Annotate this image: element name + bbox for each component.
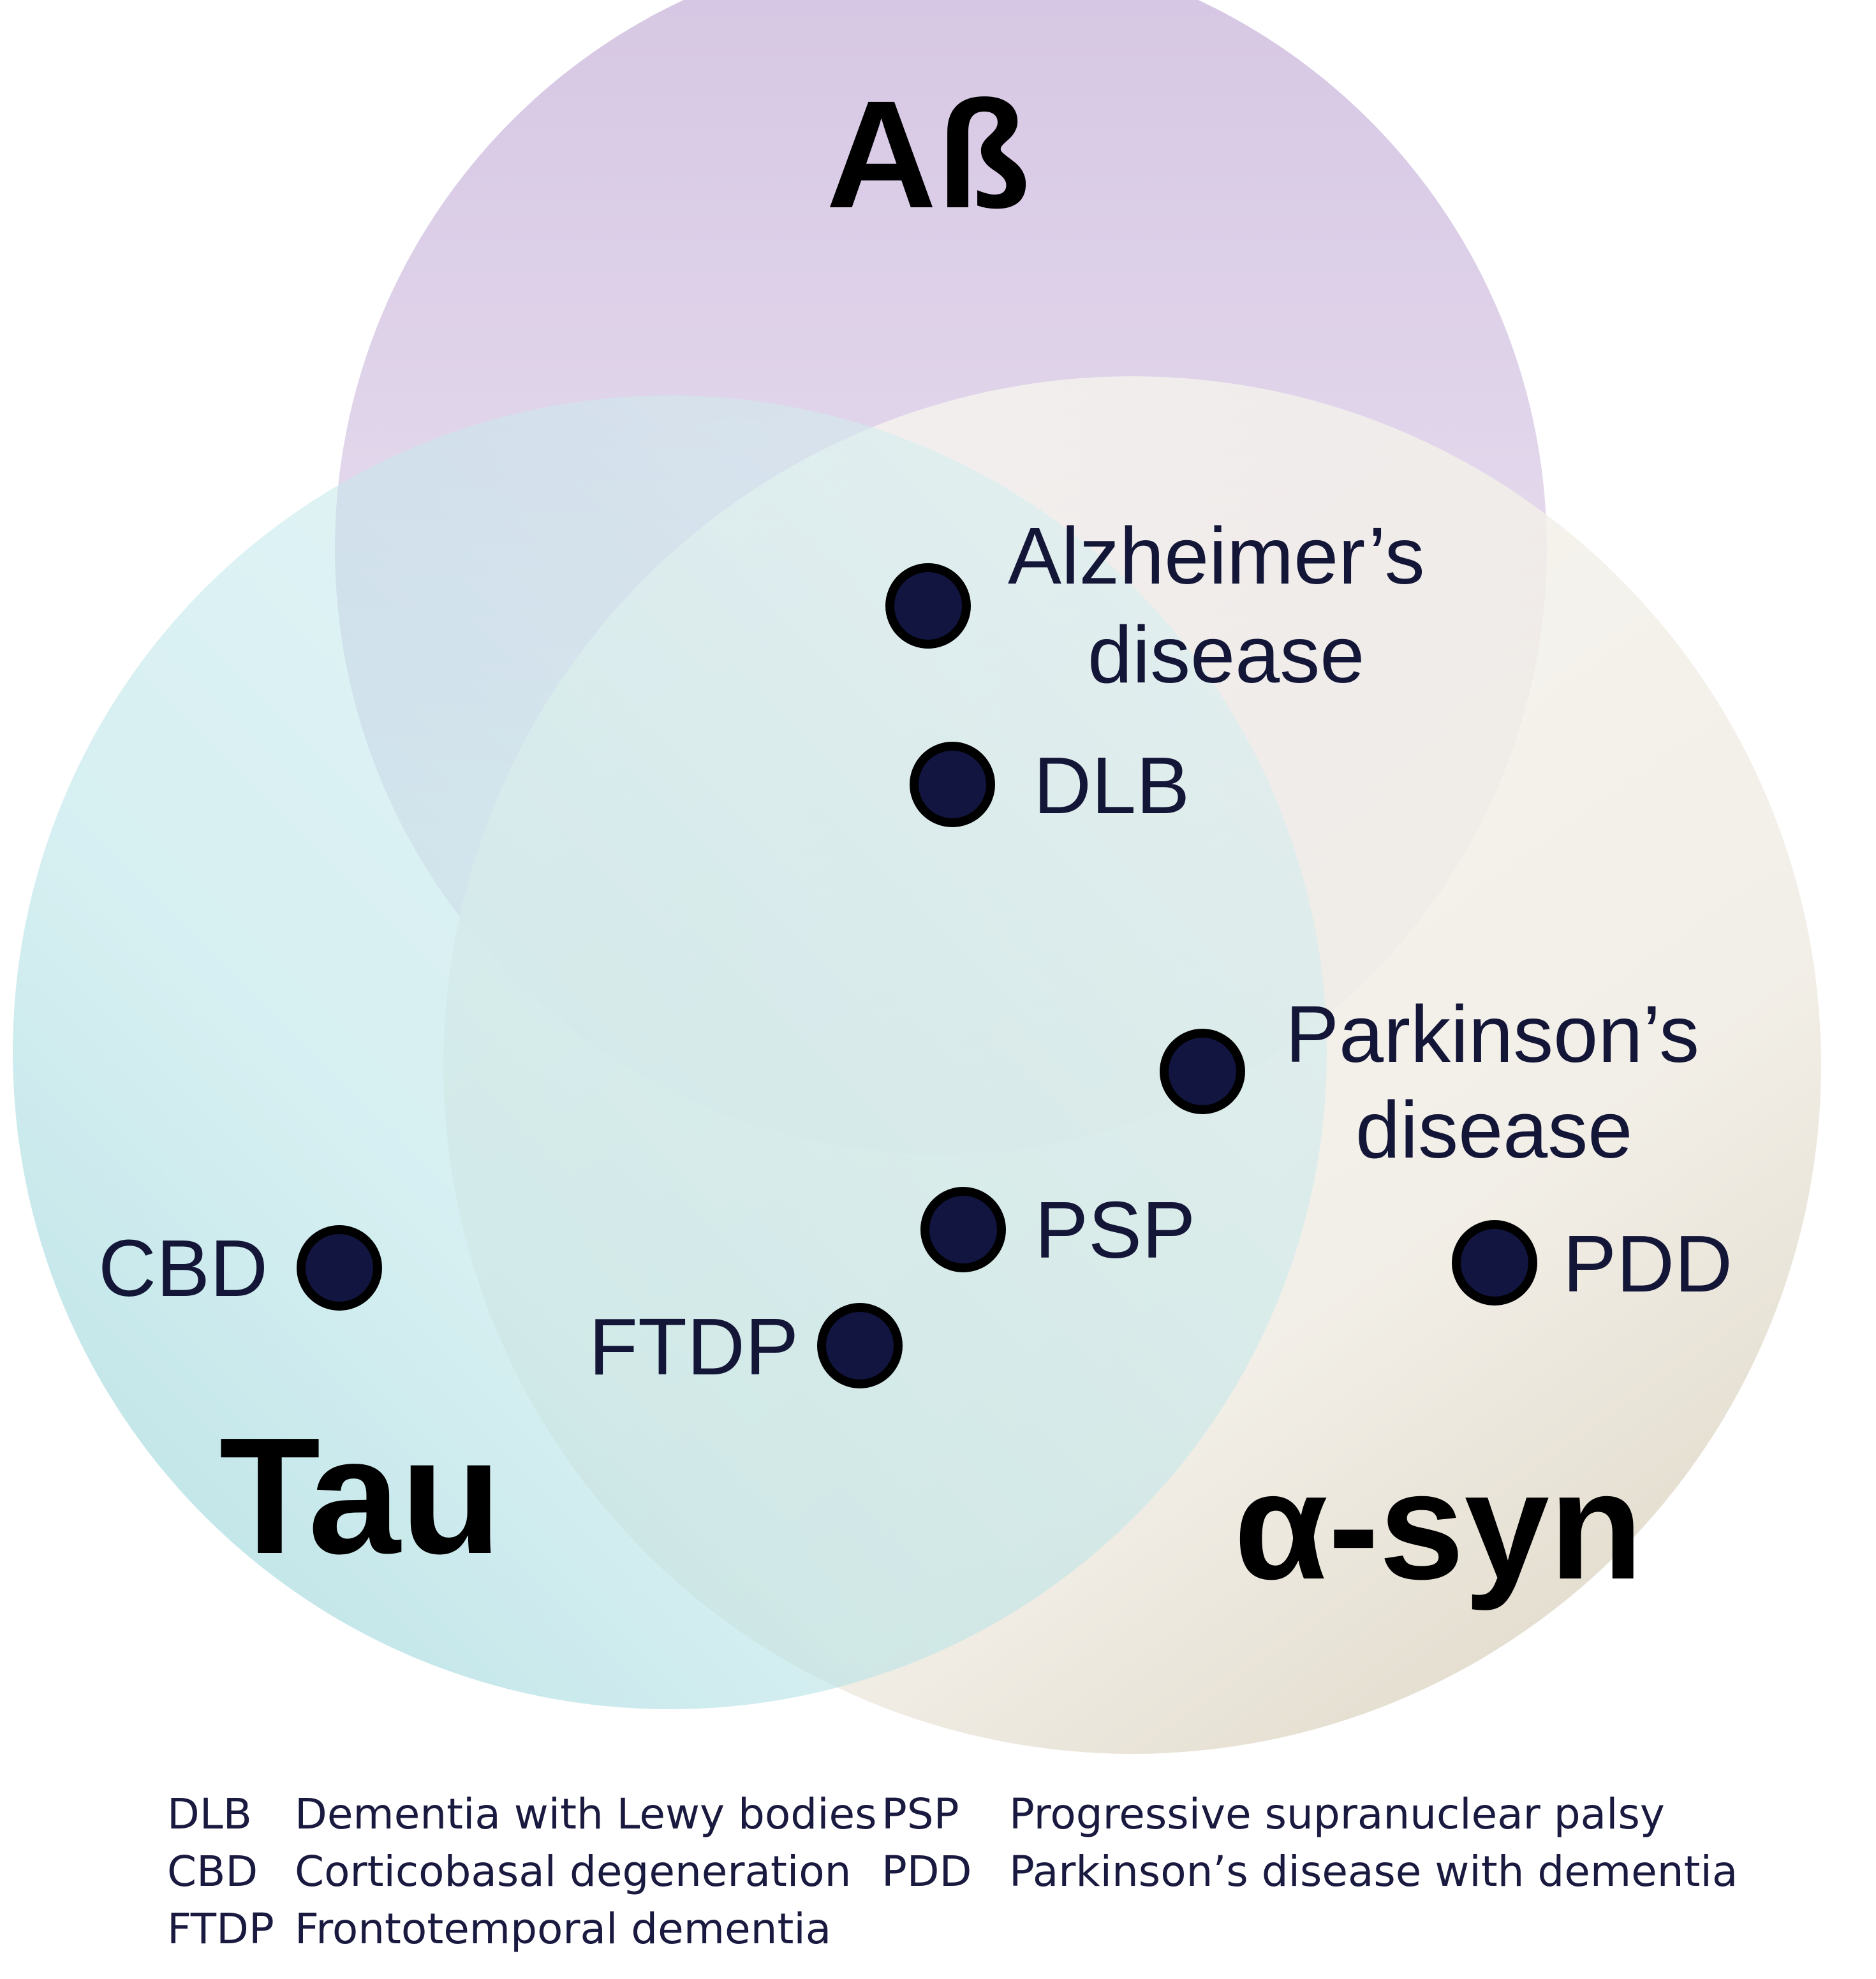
disease-marker-cbd xyxy=(297,1225,382,1311)
legend-definition: Corticobasal degeneration xyxy=(295,1847,852,1896)
disease-label-pdd: PDD xyxy=(1563,1219,1732,1309)
legend-abbr: PDD xyxy=(882,1847,972,1896)
disease-label-pd-line1: Parkinson’s xyxy=(1285,989,1699,1079)
abeta-title: Aß xyxy=(826,69,1030,240)
disease-label-ad-line1: Alzheimer’s xyxy=(1008,511,1425,601)
legend-definition: Progressive supranuclear palsy xyxy=(1009,1790,1665,1839)
legend-abbr: CBD xyxy=(167,1847,258,1896)
legend-abbr: DLB xyxy=(167,1790,252,1839)
asyn-title: α-syn xyxy=(1234,1440,1643,1611)
legend-definition: Parkinson’s disease with dementia xyxy=(1009,1847,1738,1896)
disease-marker-dlb xyxy=(910,742,995,827)
disease-marker-pd xyxy=(1160,1029,1245,1114)
disease-label-dlb: DLB xyxy=(1033,740,1190,830)
legend-abbr: FTDP xyxy=(167,1904,274,1953)
disease-label-ad-line2: disease xyxy=(1088,610,1364,700)
disease-marker-ad xyxy=(885,563,971,649)
legend-abbr: PSP xyxy=(882,1790,959,1839)
tau-circle xyxy=(13,395,1327,1709)
venn-diagram: Aß Tau α-syn Alzheimer’s disease DLB Par… xyxy=(13,0,1821,1754)
legend-definition: Dementia with Lewy bodies xyxy=(295,1790,877,1839)
disease-marker-ftdp xyxy=(817,1303,903,1388)
disease-label-ftdp: FTDP xyxy=(589,1302,799,1392)
disease-marker-psp xyxy=(920,1187,1006,1272)
disease-label-psp: PSP xyxy=(1035,1185,1195,1275)
disease-marker-pdd xyxy=(1452,1220,1537,1306)
legend-definition: Frontotemporal dementia xyxy=(295,1904,832,1953)
disease-label-cbd: CBD xyxy=(98,1223,268,1313)
disease-label-pd-line2: disease xyxy=(1355,1085,1632,1175)
tau-title: Tau xyxy=(219,1404,502,1589)
